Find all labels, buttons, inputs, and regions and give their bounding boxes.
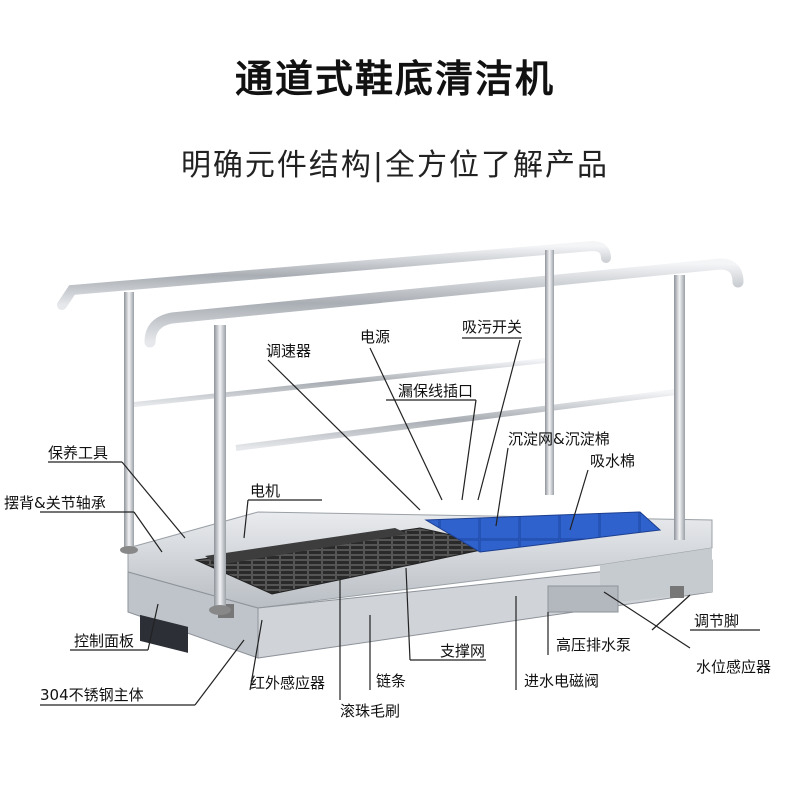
label-control-panel: 控制面板	[74, 632, 134, 650]
leader-lines	[40, 337, 760, 706]
label-adjust-foot: 调节脚	[694, 612, 739, 630]
label-chain: 链条	[376, 672, 406, 690]
label-pump: 高压排水泵	[556, 636, 631, 654]
label-leakage-socket: 漏保线插口	[398, 382, 473, 400]
label-absorbent-cotton: 吸水棉	[590, 452, 635, 470]
label-roller-brush: 滚珠毛刷	[340, 702, 400, 720]
label-motor: 电机	[250, 482, 280, 500]
page-title: 通道式鞋底清洁机	[234, 57, 555, 101]
label-inlet-valve: 进水电磁阀	[524, 672, 599, 690]
label-power: 电源	[360, 328, 390, 346]
label-infrared-sensor: 红外感应器	[250, 674, 325, 692]
label-support-net: 支撑网	[440, 642, 485, 660]
label-speed-controller: 调速器	[266, 342, 311, 360]
handrails	[57, 240, 744, 615]
label-steel-body: 304不锈钢主体	[40, 686, 144, 704]
label-maintenance-tool: 保养工具	[48, 444, 108, 462]
label-sediment-net: 沉淀网&沉淀棉	[508, 430, 610, 448]
label-suction-switch: 吸污开关	[462, 318, 522, 336]
label-water-sensor: 水位感应器	[696, 658, 771, 676]
label-swing-bearing: 摆背&关节轴承	[4, 494, 106, 512]
machine-base	[127, 511, 713, 659]
page-subtitle: 明确元件结构|全方位了解产品	[180, 148, 610, 183]
control-panel-box	[140, 614, 188, 653]
